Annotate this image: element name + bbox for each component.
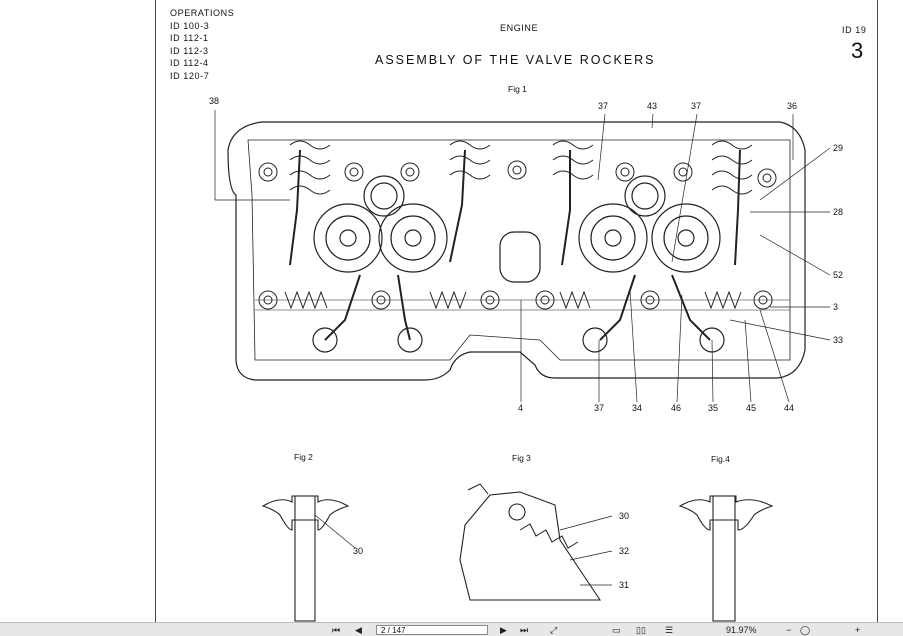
operations-list: OPERATIONS ID 100-3 ID 112-1 ID 112-3 ID…	[170, 7, 234, 82]
zoom-slider[interactable]: ◯	[800, 625, 811, 635]
fit-page-icon[interactable]: ⤢	[550, 625, 558, 635]
operation-code: ID 112-4	[170, 58, 209, 68]
callout: 46	[671, 403, 682, 413]
technical-drawing	[214, 110, 831, 622]
operation-code: ID 120-7	[170, 70, 210, 81]
zoom-level[interactable]: 91.97%	[726, 625, 757, 635]
viewer-toolbar: ⏮ ◀ 2 / 147 ▶ ⏭ ⤢ ▭ ▯▯ ☰ 91.97% − ◯ +	[0, 622, 903, 636]
callout: 34	[632, 403, 643, 413]
callout: 43	[647, 101, 658, 111]
callout: 28	[833, 207, 844, 217]
callout: 3	[833, 302, 839, 312]
zoom-out-icon[interactable]: −	[786, 625, 792, 635]
doc-code: ID 19	[842, 25, 867, 35]
operations-label: OPERATIONS	[170, 8, 235, 18]
callout: 29	[833, 143, 844, 153]
fig2-label: Fig 2	[294, 452, 313, 462]
callout: 30	[353, 546, 364, 556]
fig4-drawing	[678, 495, 774, 622]
page-number-input[interactable]: 2 / 147	[376, 625, 488, 635]
callout: 36	[787, 101, 798, 111]
callout: 37	[594, 403, 605, 413]
callout: 35	[708, 403, 719, 413]
single-page-icon[interactable]: ▭	[612, 625, 621, 635]
callout: 38	[209, 96, 220, 106]
last-page-icon[interactable]: ⏭	[520, 625, 529, 635]
operation-code: ID 112-3	[170, 45, 209, 56]
fig4-label: Fig.4	[711, 454, 730, 464]
callout: 37	[598, 101, 609, 111]
callout: 31	[619, 580, 630, 590]
fig1-label: Fig 1	[508, 84, 527, 94]
callout: 52	[833, 270, 844, 280]
zoom-in-icon[interactable]: +	[855, 625, 861, 635]
callout: 30	[619, 511, 630, 521]
two-page-icon[interactable]: ▯▯	[636, 625, 646, 635]
cylinder-head-outline	[227, 121, 806, 381]
fig3-label: Fig 3	[512, 453, 531, 463]
fig3-drawing	[459, 483, 613, 601]
page-right-edge	[877, 0, 878, 622]
operation-code: ID 112-1	[170, 33, 209, 43]
page-left-edge	[155, 0, 156, 622]
page-title: ASSEMBLY OF THE VALVE ROCKERS	[375, 53, 656, 67]
callout: 37	[691, 101, 702, 111]
operation-code: ID 100-3	[170, 20, 210, 31]
first-page-icon[interactable]: ⏮	[332, 625, 341, 635]
fig2-drawing	[261, 495, 356, 622]
callout: 4	[518, 403, 524, 413]
callout: 32	[619, 546, 630, 556]
callout: 33	[833, 335, 844, 345]
section-number: 3	[851, 38, 864, 63]
callout: 45	[746, 403, 757, 413]
prev-page-icon[interactable]: ◀	[355, 625, 362, 635]
continuous-page-icon[interactable]: ☰	[665, 625, 674, 635]
callout: 44	[784, 403, 795, 413]
section-name: ENGINE	[500, 23, 539, 33]
next-page-icon[interactable]: ▶	[500, 625, 507, 635]
